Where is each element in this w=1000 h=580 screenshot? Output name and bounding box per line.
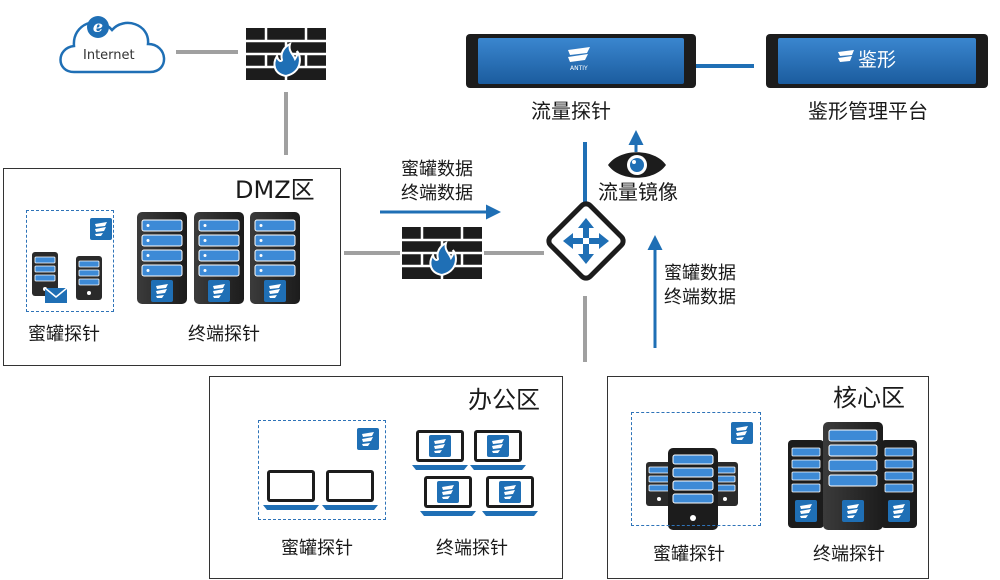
office-honeypot-dashed-box bbox=[258, 420, 386, 520]
mirror-label: 流量镜像 bbox=[598, 180, 678, 204]
core-flow-honeypot-data-label: 蜜罐数据 bbox=[664, 263, 736, 284]
core-honeypot-servers-icon bbox=[645, 448, 739, 530]
platform-label: 鉴形管理平台 bbox=[808, 99, 928, 123]
firewall-top-icon bbox=[244, 26, 328, 82]
dmz-honeypot-dashed-box bbox=[26, 210, 114, 312]
core-terminal-label: 终端探针 bbox=[813, 544, 885, 565]
office-zone-box bbox=[209, 376, 563, 579]
core-terminal-servers-icon bbox=[788, 422, 917, 530]
office-honeypot-label: 蜜罐探针 bbox=[281, 538, 353, 559]
traffic-probe-device-icon bbox=[466, 34, 696, 88]
firewall-mid-icon bbox=[400, 225, 484, 281]
platform-device-text: 鉴形 bbox=[858, 49, 897, 71]
dmz-zone-box bbox=[3, 168, 341, 366]
core-honeypot-dashed-box bbox=[631, 412, 761, 526]
dmz-zone-title: DMZ区 bbox=[235, 176, 315, 204]
traffic-probe-label: 流量探针 bbox=[531, 99, 611, 123]
svg-text:e: e bbox=[93, 17, 103, 36]
core-flow-terminal-data-label: 终端数据 bbox=[664, 287, 736, 308]
flow-honeypot-data-label: 蜜罐数据 bbox=[401, 159, 473, 180]
router-switch-icon bbox=[546, 201, 626, 281]
office-terminal-label: 终端探针 bbox=[436, 538, 508, 559]
eye-icon bbox=[608, 152, 666, 178]
core-zone-title: 核心区 bbox=[833, 384, 905, 412]
probe-device-text: ANTIY bbox=[570, 65, 588, 72]
platform-device-icon bbox=[766, 34, 988, 88]
core-honeypot-label: 蜜罐探针 bbox=[653, 544, 725, 565]
flow-terminal-data-label: 终端数据 bbox=[401, 183, 473, 204]
core-zone-box bbox=[607, 376, 929, 579]
connection-lines bbox=[176, 50, 587, 362]
internet-label: Internet bbox=[83, 48, 135, 63]
dmz-terminal-label: 终端探针 bbox=[188, 324, 260, 345]
dmz-honeypot-label: 蜜罐探针 bbox=[28, 324, 100, 345]
mail-envelope-icon bbox=[44, 287, 68, 303]
internet-cloud-icon: e bbox=[59, 16, 166, 74]
office-zone-title: 办公区 bbox=[468, 386, 540, 414]
